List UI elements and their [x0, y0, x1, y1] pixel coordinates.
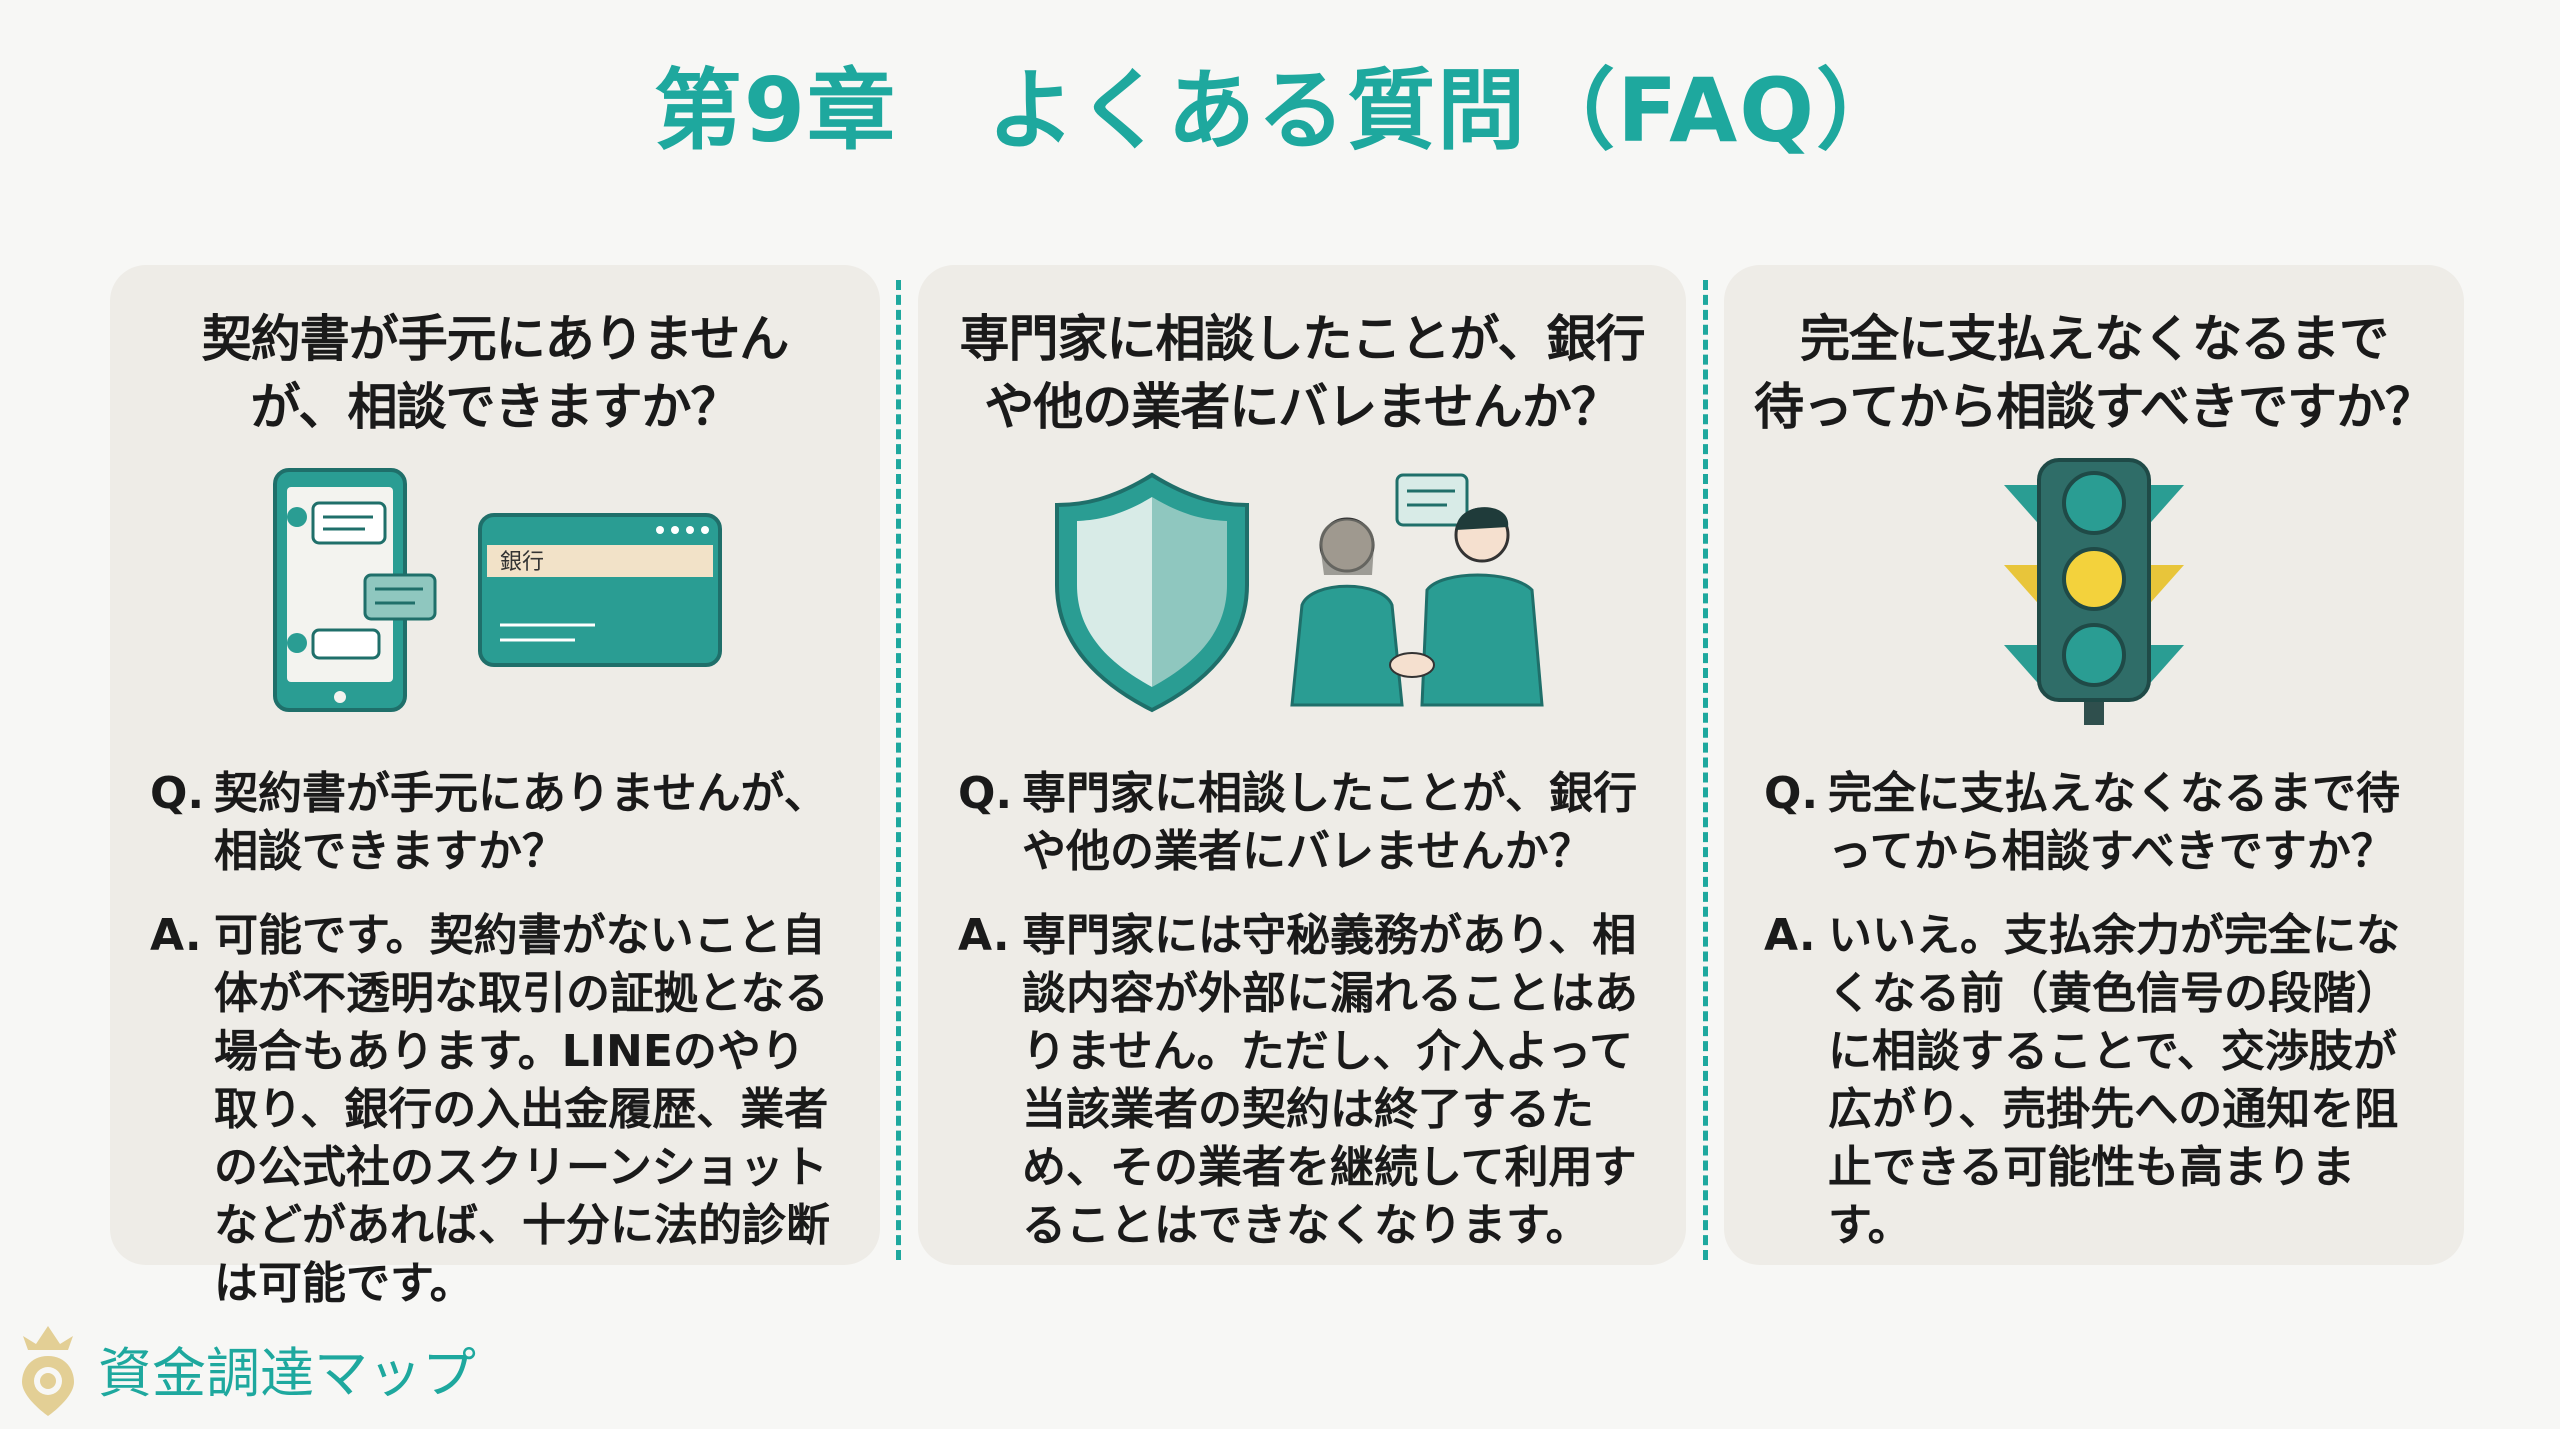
shield-handshake-illustration: [958, 455, 1646, 725]
faq-card-2: 専門家に相談したことが、銀行 や他の業者にバレませんか？ Q. 専門家に相談した…: [918, 265, 1686, 1265]
crown-pin-icon: [22, 1326, 74, 1416]
faq-answer: A. 可能です。契約書がないこと自体が不透明な取引の証拠となる場合もあります。L…: [150, 907, 840, 1313]
faq-question: Q. 完全に支払えなくなるまで待ってから相談すべきですか？: [1764, 765, 2424, 881]
a-prefix: A.: [1764, 910, 1816, 961]
dashed-divider: [896, 280, 901, 1260]
bank-card-label: 銀行: [500, 550, 544, 575]
heading-line: 契約書が手元にありません: [201, 310, 790, 368]
heading-line: や他の業者にバレませんか？: [984, 378, 1621, 436]
dashed-divider: [1703, 280, 1708, 1260]
logo-text: 資金調達マップ: [98, 1341, 476, 1405]
faq-question: Q. 契約書が手元にありませんが、相談できますか？: [150, 765, 840, 881]
question-text: 専門家に相談したことが、銀行や他の業者にバレませんか？: [1022, 768, 1638, 877]
faq-question: Q. 専門家に相談したことが、銀行や他の業者にバレませんか？: [958, 765, 1646, 881]
shield-handshake-icon: [1055, 472, 1544, 713]
heading-line: 待ってから相談すべきですか？: [1754, 378, 2435, 436]
card-heading: 専門家に相談したことが、銀行 や他の業者にバレませんか？: [922, 305, 1682, 445]
q-prefix: Q.: [150, 768, 205, 819]
answer-text: 専門家には守秘義務があり、相談内容が外部に漏れることはありません。ただし、介入よ…: [1022, 910, 1638, 1251]
a-prefix: A.: [958, 910, 1010, 961]
heading-line: 専門家に相談したことが、銀行: [959, 310, 1646, 368]
q-prefix: Q.: [1764, 768, 1819, 819]
a-prefix: A.: [150, 910, 202, 961]
traffic-light-illustration: [1764, 455, 2424, 725]
faq-card-1: 契約書が手元にありません が、相談できますか？ 銀行 Q. 契約書が手元にありま…: [110, 265, 880, 1309]
answer-text: いいえ。支払余力が完全になくなる前（黄色信号の段階）に相談することで、交渉肢が広…: [1828, 910, 2400, 1251]
phone-chat-bank-illustration: 銀行: [150, 455, 840, 725]
faq-answer: A. いいえ。支払余力が完全になくなる前（黄色信号の段階）に相談することで、交渉…: [1764, 907, 2424, 1255]
heading-line: が、相談できますか？: [250, 378, 741, 436]
heading-line: 完全に支払えなくなるまで: [1800, 310, 2389, 368]
page-title: 第9章 よくある質問（FAQ）: [653, 59, 1907, 162]
question-text: 完全に支払えなくなるまで待ってから相談すべきですか？: [1828, 768, 2400, 877]
card-heading: 契約書が手元にありません が、相談できますか？: [114, 305, 876, 445]
faq-card-3: 完全に支払えなくなるまで 待ってから相談すべきですか？ Q. 完全に支払えなくな…: [1724, 265, 2464, 1265]
answer-text: 可能です。契約書がないこと自体が不透明な取引の証拠となる場合もあります。LINE…: [214, 910, 830, 1309]
faq-answer: A. 専門家には守秘義務があり、相談内容が外部に漏れることはありません。ただし、…: [958, 907, 1646, 1255]
q-prefix: Q.: [958, 768, 1013, 819]
brand-logo: 資金調達マップ: [18, 1318, 476, 1418]
question-text: 契約書が手元にありませんが、相談できますか？: [214, 768, 828, 877]
traffic-light-icon: [2004, 458, 2184, 725]
phone-chat-icon: 銀行: [273, 468, 722, 712]
card-heading: 完全に支払えなくなるまで 待ってから相談すべきですか？: [1728, 305, 2460, 445]
